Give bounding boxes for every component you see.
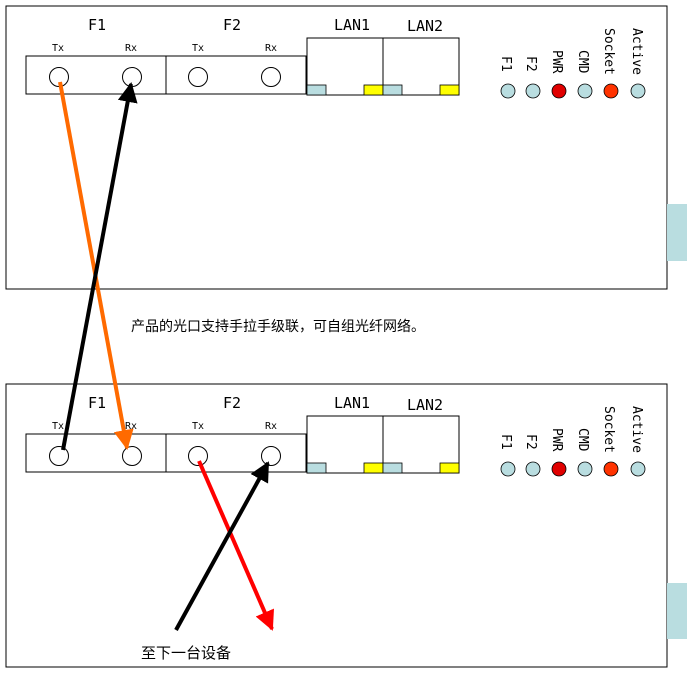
led-label-cmd: CMD (575, 428, 590, 452)
led-cmd (577, 83, 593, 99)
led-label-socket: Socket (601, 406, 616, 453)
lan1-led-left (306, 462, 327, 474)
led-f2 (525, 461, 541, 477)
f1-rx-label: Rx (125, 43, 137, 54)
led-label-active: Active (629, 28, 644, 75)
lan1-led-right (363, 462, 384, 474)
f2-rx-label: Rx (265, 43, 277, 54)
led-socket (603, 83, 619, 99)
led-label-socket: Socket (601, 28, 616, 75)
led-label-pwr: PWR (549, 50, 564, 74)
led-cmd (577, 461, 593, 477)
f1-port-block (25, 433, 167, 473)
f1-label: F1 (88, 16, 106, 34)
f2-port-block (165, 433, 307, 473)
led-label-pwr: PWR (549, 428, 564, 452)
f2-label: F2 (223, 16, 241, 34)
led-label-f1: F1 (498, 56, 513, 72)
lan1-label: LAN1 (334, 394, 370, 412)
lan2-led-left (382, 462, 403, 474)
lan2-label: LAN2 (407, 396, 443, 414)
red-fiber-arrow (197, 460, 274, 631)
led-active (630, 83, 646, 99)
next-device-label: 至下一台设备 (141, 644, 231, 662)
led-pwr (551, 83, 567, 99)
lan1-led-left (306, 84, 327, 96)
led-socket (603, 461, 619, 477)
lan2-led-right (439, 462, 460, 474)
f2-port-block (165, 55, 307, 95)
lan2-label: LAN2 (407, 17, 443, 35)
f2-tx-label: Tx (192, 421, 204, 432)
f2-tx-port (188, 446, 208, 466)
f1-tx-port (49, 446, 69, 466)
black-fiber-arrow-bottom (174, 461, 270, 631)
led-pwr (551, 461, 567, 477)
f2-tx-port (188, 67, 208, 87)
f2-rx-label: Rx (265, 421, 277, 432)
led-label-active: Active (629, 406, 644, 453)
led-active (630, 461, 646, 477)
f1-rx-port (122, 67, 142, 87)
f1-tx-label: Tx (52, 421, 64, 432)
black-fiber-arrow (61, 82, 138, 451)
led-panel: F1 F2 PWR CMD Socket Active (498, 406, 646, 477)
f1-tx-label: Tx (52, 43, 64, 54)
led-label-f2: F2 (523, 434, 538, 450)
led-f1 (500, 461, 516, 477)
led-f2 (525, 83, 541, 99)
cascade-caption: 产品的光口支持手拉手级联，可自组光纤网络。 (131, 319, 425, 335)
device-bottom: F1 F2 Tx Rx Tx Rx LAN1 LAN2 F1 F2 PWR CM… (5, 383, 687, 668)
led-label-f2: F2 (523, 56, 538, 72)
led-panel: F1 F2 PWR CMD Socket Active (498, 28, 646, 99)
orange-fiber-arrow (58, 81, 134, 450)
f1-label: F1 (88, 394, 106, 412)
lan1-led-right (363, 84, 384, 96)
device-top: F1 F2 Tx Rx Tx Rx LAN1 LAN2 F1 F2 PWR CM… (5, 5, 687, 290)
f1-port-block (25, 55, 167, 95)
led-f1 (500, 83, 516, 99)
led-label-cmd: CMD (575, 50, 590, 74)
f2-tx-label: Tx (192, 43, 204, 54)
f1-rx-label: Rx (125, 421, 137, 432)
device-bottom-side-tab (667, 583, 687, 639)
f2-label: F2 (223, 394, 241, 412)
lan1-label: LAN1 (334, 16, 370, 34)
lan2-led-right (439, 84, 460, 96)
led-label-f1: F1 (498, 434, 513, 450)
f1-rx-port (122, 446, 142, 466)
f2-rx-port (261, 67, 281, 87)
device-top-side-tab (667, 204, 687, 261)
lan2-led-left (382, 84, 403, 96)
f2-rx-port (261, 446, 281, 466)
